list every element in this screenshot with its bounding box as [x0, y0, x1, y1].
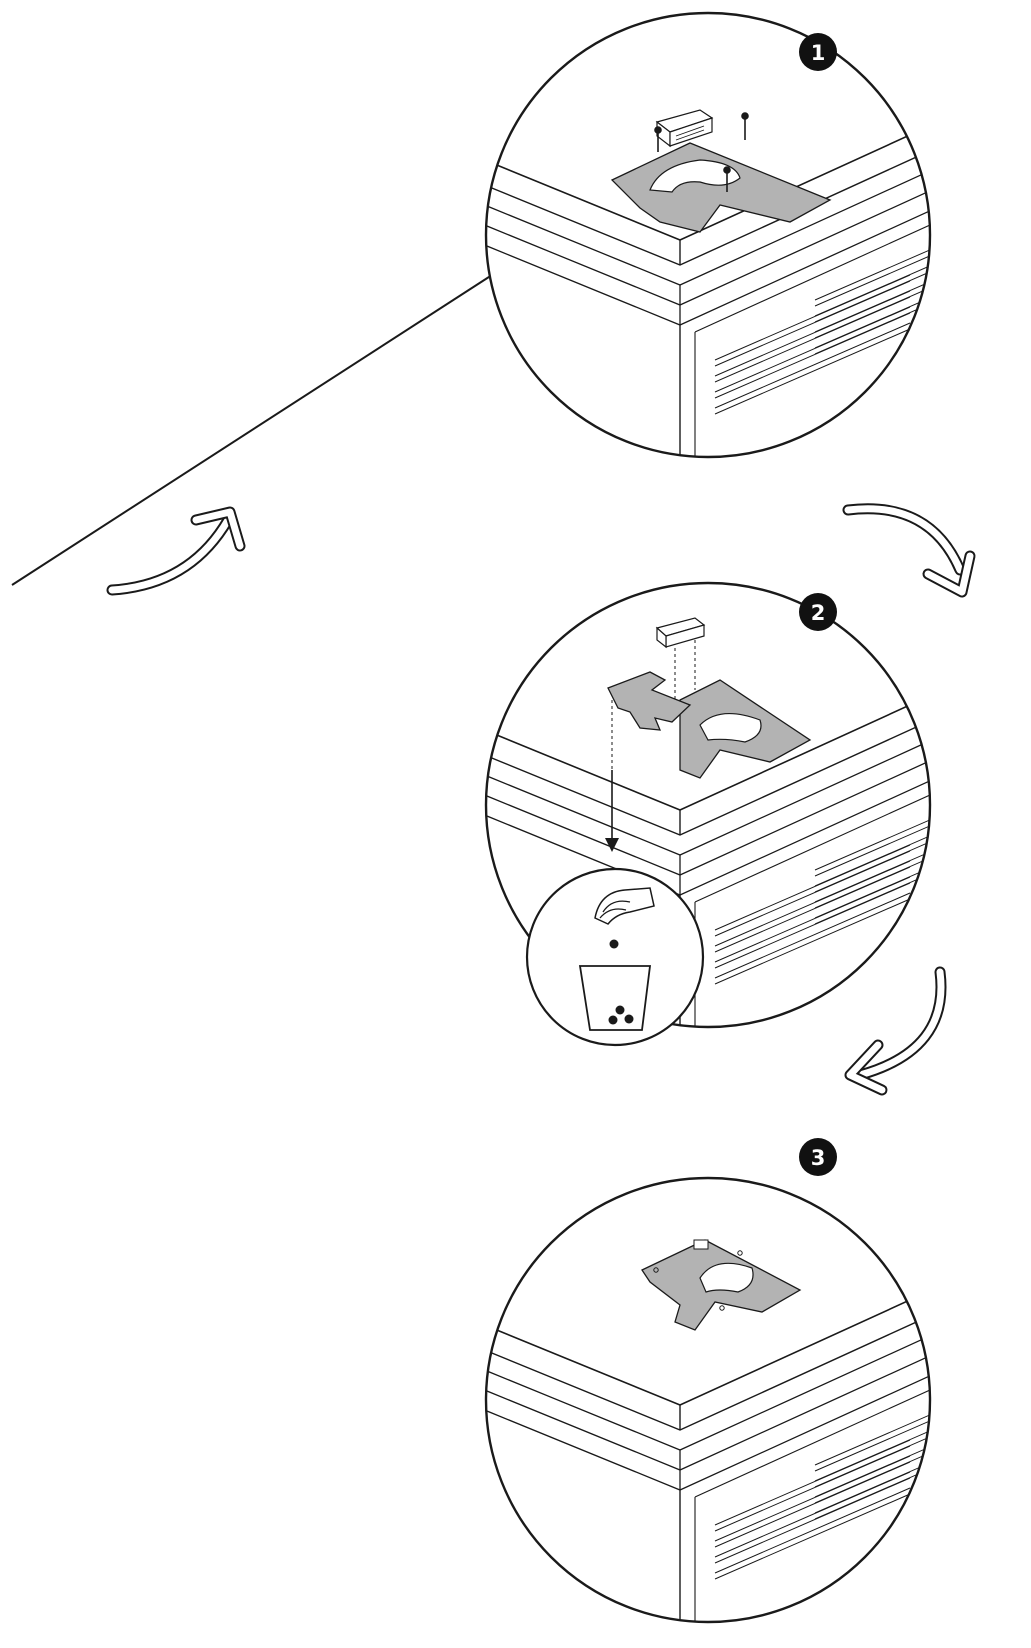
screws: [654, 112, 749, 192]
curved-arrow-icon: [106, 506, 246, 596]
svg-text:3: 3: [811, 1146, 826, 1170]
step-badge-1: 1: [799, 33, 837, 71]
step-3-detail: 3: [484, 1138, 932, 1624]
curved-arrow-icon: [844, 966, 947, 1096]
discard-inset: [525, 867, 705, 1047]
step-badge-3: 3: [799, 1138, 837, 1176]
svg-text:1: 1: [811, 41, 826, 65]
step-2-detail: 2: [484, 581, 932, 1047]
curved-arrow-icon: [842, 503, 976, 598]
hand-icon: [594, 887, 655, 925]
step-badge-2: 2: [799, 593, 837, 631]
connector-block: [655, 617, 706, 649]
connector-block: [655, 109, 714, 148]
step-1-detail: 1: [484, 11, 932, 459]
removed-plate: [607, 671, 692, 731]
trash-bin-icon: [578, 965, 652, 1031]
leader-line: [11, 274, 493, 586]
svg-text:2: 2: [811, 601, 826, 625]
mounting-bracket: [610, 142, 832, 233]
mounting-bracket: [641, 1239, 802, 1331]
